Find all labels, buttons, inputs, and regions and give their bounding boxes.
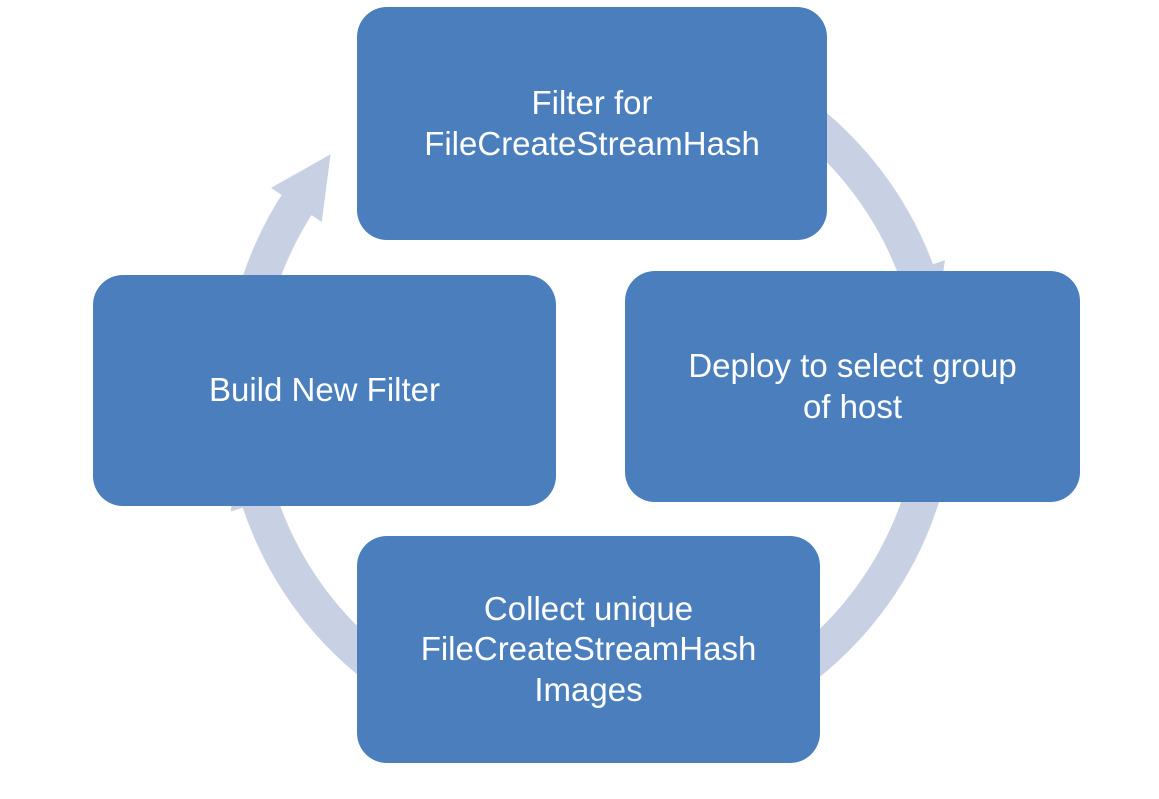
- cycle-node-filter: Filter for FileCreateStreamHash: [357, 7, 827, 240]
- cycle-node-build-label: Build New Filter: [208, 371, 441, 409]
- cycle-node-collect-label: Collect unique FileCreateStreamHash Imag…: [420, 590, 757, 708]
- cycle-node-collect: Collect unique FileCreateStreamHash Imag…: [357, 536, 820, 763]
- cycle-node-filter-label: Filter for FileCreateStreamHash: [424, 84, 760, 162]
- cycle-node-deploy: Deploy to select group of host: [625, 271, 1080, 502]
- cycle-node-build: Build New Filter: [93, 275, 556, 506]
- cycle-node-deploy-label: Deploy to select group of host: [688, 347, 1017, 425]
